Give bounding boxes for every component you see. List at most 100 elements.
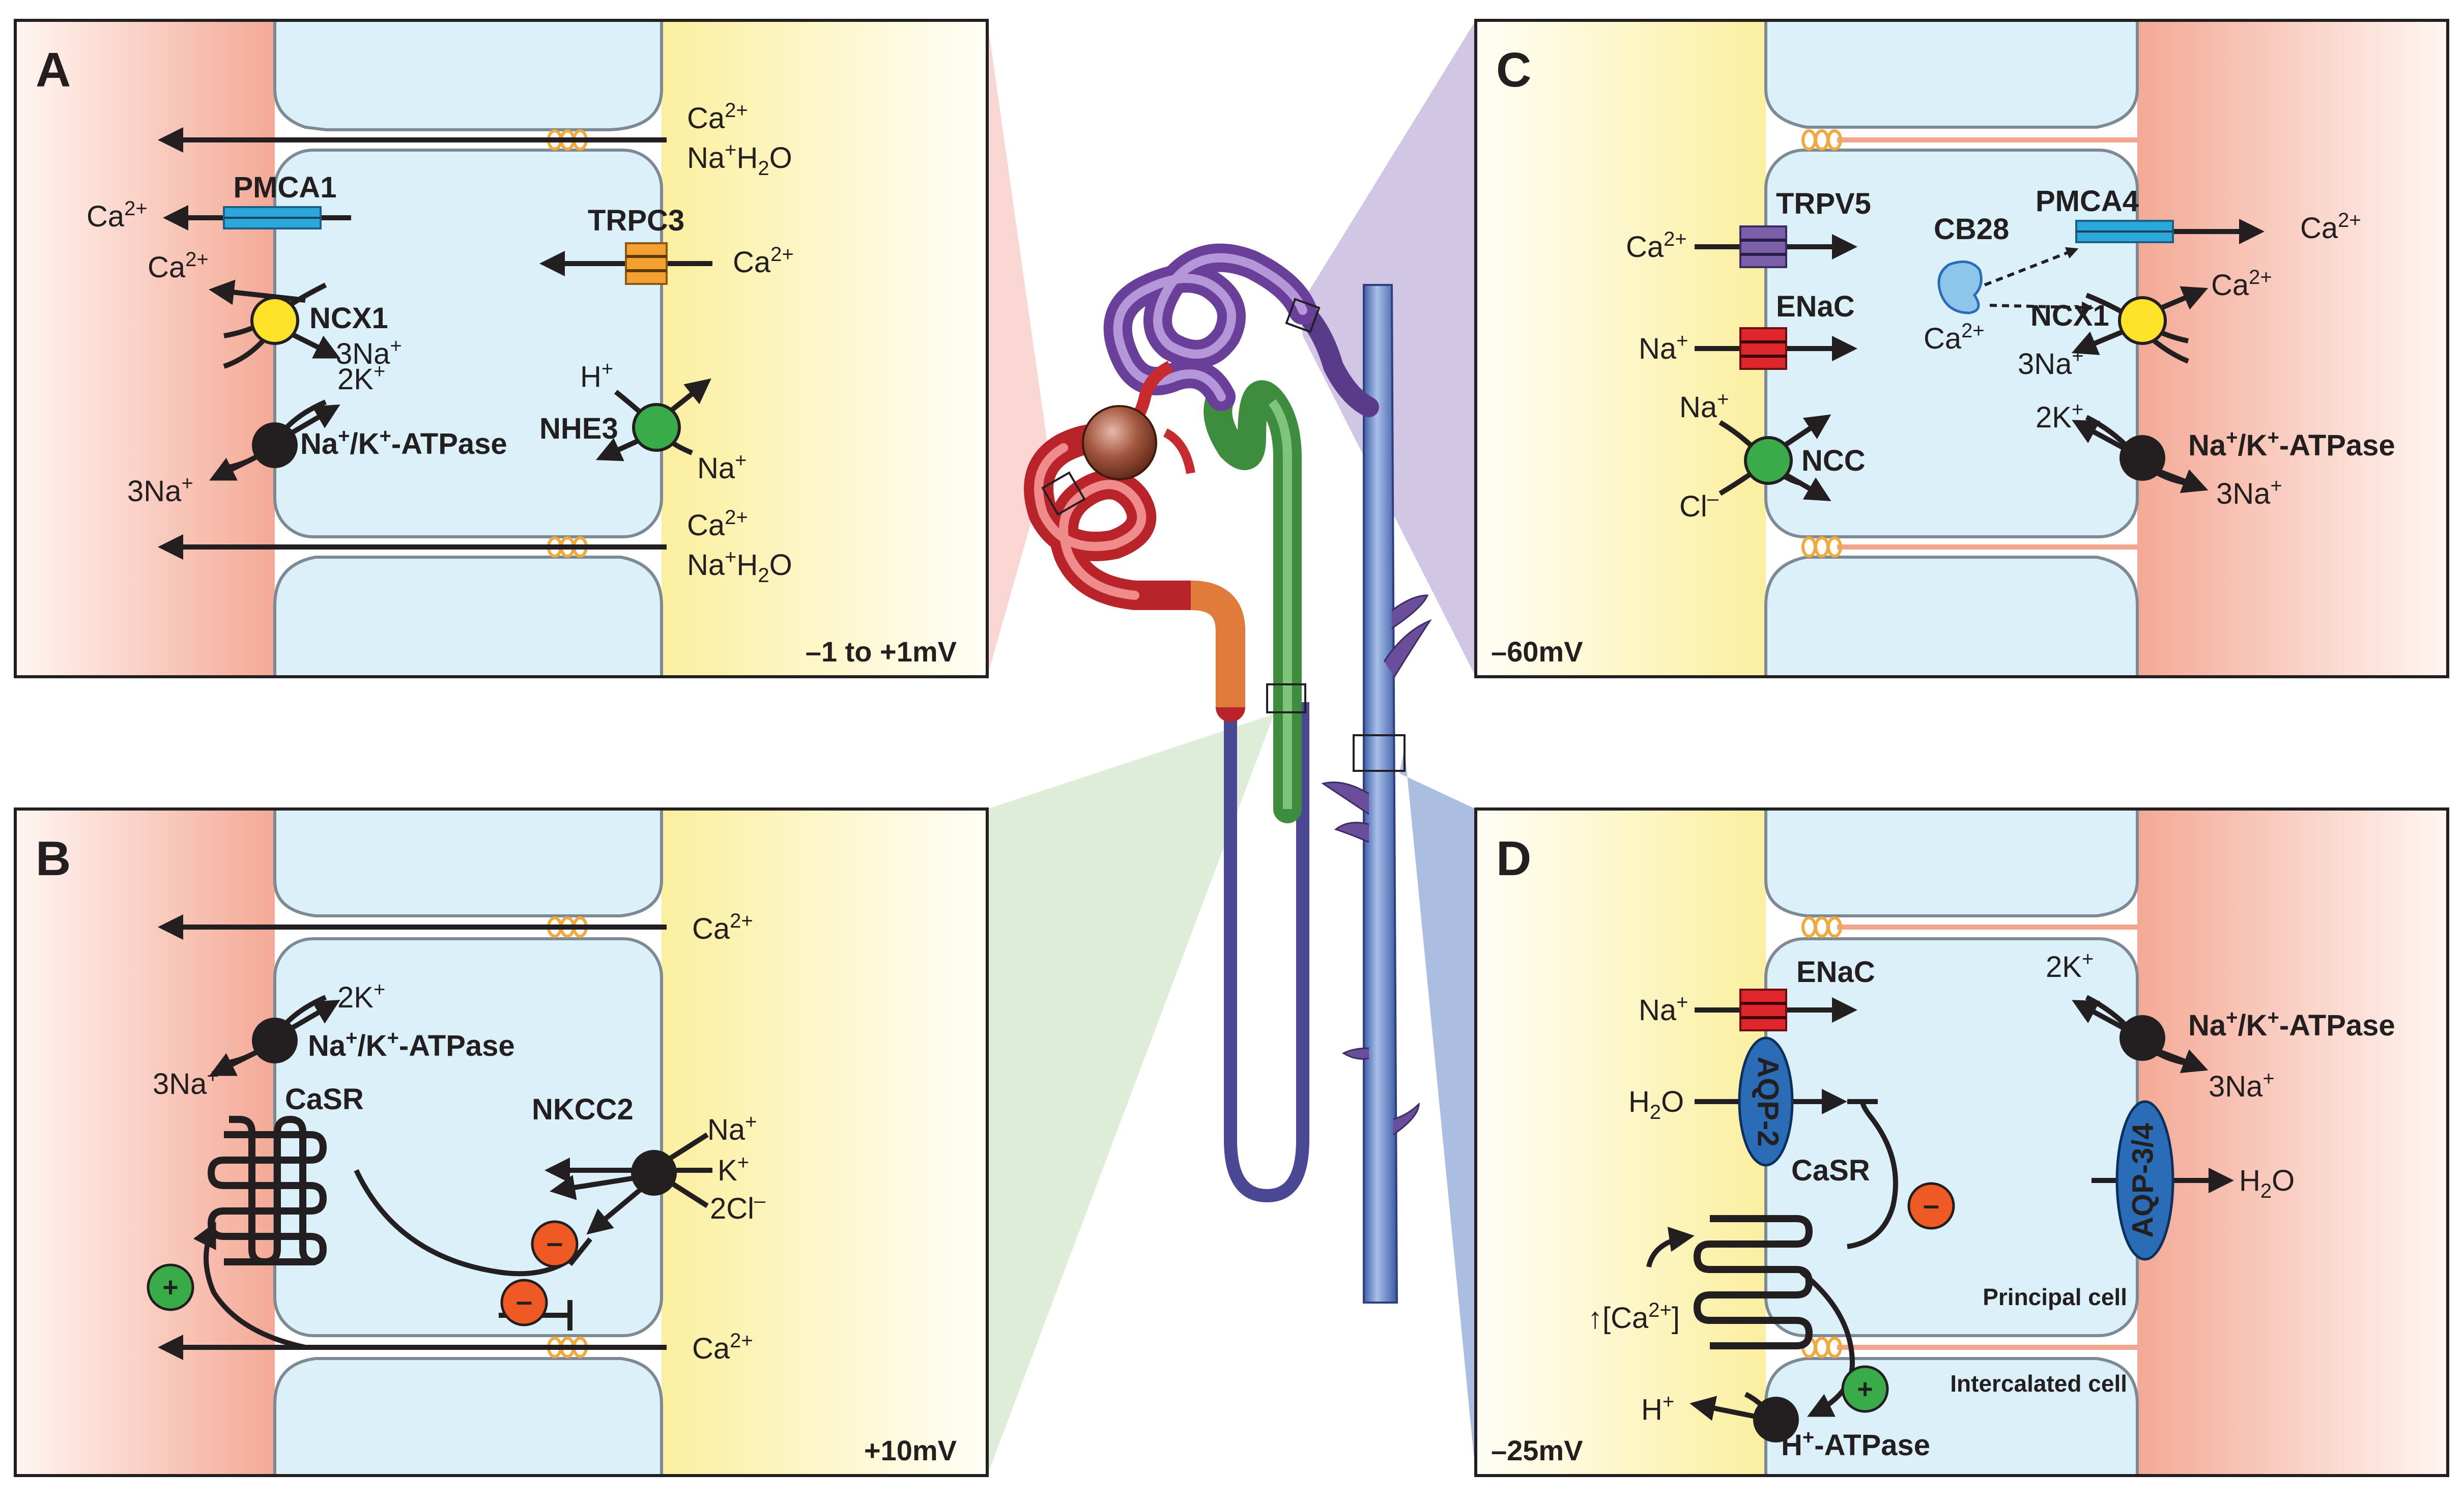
panel-c-enac-channel: [1739, 327, 1787, 370]
panel-a-trpc3-ca: Ca2+: [733, 243, 794, 279]
panel-d-aqp34-h2o: H2O: [2239, 1164, 2295, 1202]
panel-b-nkcc2-transporter: [631, 1150, 677, 1196]
panel-d-enac-channel: [1739, 989, 1787, 1031]
panel-a-ncx1-ca-out: [209, 279, 306, 305]
panel-b-casr-inhibit-nkcc2: [354, 1169, 582, 1277]
panel-c-ncc-cl: Cl–: [1679, 487, 1719, 523]
panel-d-plus-sign: +: [1857, 1374, 1873, 1404]
panel-d-aqp34-channel: [2115, 1100, 2174, 1261]
panel-c-enac-label: ENaC: [1776, 290, 1855, 323]
panel-a-blood-side: [15, 20, 275, 677]
panel-d: ENaC Na+ AQP-2 H2O CaSR – ↑[Ca2+] + 2K+ …: [1474, 807, 2449, 1477]
panel-b-nkcc2-label: NKCC2: [532, 1093, 634, 1126]
panel-a-nhe3-label: NHE3: [539, 412, 618, 445]
panel-b-cell-top: [273, 807, 663, 917]
panel-c-cell-top: [1764, 19, 2139, 129]
panel-d-enac-label: ENaC: [1796, 956, 1875, 989]
panel-a-para-na-h2o-bottom: Na+H2O: [687, 546, 792, 587]
panel-d-nak-pump: [2119, 1015, 2165, 1061]
panel-d-minus-badge: [1907, 1182, 1955, 1230]
panel-c-nak-3na: 3Na+: [2216, 475, 2282, 510]
panel-c-nak-label: Na+/K+-ATPase: [2188, 426, 2395, 462]
panel-b-minus-sign-2: –: [516, 1285, 532, 1318]
panel-c-pmca4-ca: Ca2+: [2300, 209, 2361, 245]
panel-b-minus-badge-1: [531, 1220, 579, 1268]
panel-c: TRPV5 Ca2+ ENaC Na+ Na+ NCC Cl– CB28 Ca2…: [1474, 19, 2449, 678]
panel-d-nak-label: Na+/K+-ATPase: [2188, 1006, 2395, 1042]
panel-b-nkcc2-k: K+: [718, 1151, 749, 1187]
panel-c-trpv5-channel: [1739, 225, 1787, 268]
wedge-a: [987, 20, 1056, 677]
panel-a-nak-3na: 3Na+: [127, 472, 193, 508]
panel-d-enac-na: Na+: [1639, 991, 1688, 1027]
panel-b-cell-main: [273, 937, 663, 1337]
panel-a-lumen-side: [662, 20, 987, 677]
panel-a-nhe3-na: Na+: [697, 449, 747, 485]
panel-c-nak-pump: [2119, 435, 2165, 481]
panel-c-cb28-ca: Ca2+: [1924, 320, 1985, 355]
panel-c-cell-bottom: [1764, 556, 2139, 678]
panel-a-nhe3-h: H+: [580, 358, 613, 393]
panel-a-para-ca-top: Ca2+: [687, 99, 748, 135]
panel-d-casr-inhibit-aqp2: [1847, 1101, 1898, 1249]
panel-c-cb28-to-ncx1: [1989, 301, 2094, 314]
panel-c-ncx1-exchanger: [2118, 296, 2167, 345]
panel-a-letter: A: [36, 43, 71, 97]
panel-b-frame: [14, 807, 989, 1477]
panel-d-letter: D: [1496, 831, 1531, 886]
panel-a-frame: [14, 19, 989, 678]
panel-a-ncx1-3na: 3Na+: [336, 335, 402, 370]
panel-a-ncx1-ca: Ca2+: [148, 248, 209, 284]
panel-c-letter: C: [1496, 43, 1531, 97]
panel-d-hatpase-label: H+-ATPase: [1781, 1426, 1930, 1462]
wedge-d: [1399, 748, 1476, 1476]
panel-a: Ca2+ Na+H2O Ca2+ Na+H2O PMCA1 Ca2+ TRPC3…: [14, 19, 989, 678]
panel-a-para-ca-bottom: Ca2+: [687, 506, 748, 542]
panel-d-aqp2-channel: [1738, 1036, 1794, 1167]
panel-c-ncc-na: Na+: [1679, 388, 1729, 424]
panel-a-para-na-h2o-top: Na+H2O: [687, 139, 792, 180]
nephron-illustration: [1024, 243, 1432, 1304]
panel-b-casr-label: CaSR: [285, 1083, 364, 1116]
panel-d-casr-coils: [1693, 1215, 1813, 1349]
panel-d-cell-top: [1764, 807, 2139, 917]
panel-d-plus-badge: [1841, 1365, 1889, 1413]
panel-d-lumen-side: [1476, 809, 1766, 1476]
panel-d-aqp34-label: AQP-3/4: [2126, 1123, 2159, 1238]
panel-c-cb28-protein: [1937, 260, 1983, 314]
panel-d-principal-cell: [1764, 937, 2139, 1337]
panel-b-nak-2k: 2K+: [337, 978, 385, 1014]
panel-a-nhe3-exchanger: [632, 403, 681, 452]
panel-b-letter: B: [36, 831, 71, 886]
panel-b-nak-3na: 3Na+: [153, 1065, 219, 1101]
panel-b-blood-side: [15, 809, 275, 1476]
wedge-b: [987, 692, 1287, 1476]
panel-d-aqp2-label: AQP-2: [1752, 1056, 1785, 1146]
panel-b-nak-pump: [252, 1018, 298, 1063]
panel-a-pmca1-ca: Ca2+: [87, 197, 148, 233]
panel-d-nak-2k: 2K+: [2046, 948, 2094, 984]
panel-c-trpv5-ca: Ca2+: [1626, 228, 1687, 264]
panel-c-trpv5-label: TRPV5: [1776, 187, 1871, 220]
panel-d-principal-cell-label: Principal cell: [1983, 1284, 2127, 1310]
panel-b-casr-coils: [207, 1131, 327, 1265]
panel-c-ncx1-ca: Ca2+: [2211, 266, 2272, 302]
panel-d-hatpase-pump: [1753, 1397, 1799, 1442]
panel-c-ncx1-label: NCX1: [2030, 299, 2109, 332]
panel-d-hatpase-h: H+: [1641, 1391, 1674, 1426]
panel-b-nkcc2-2cl: 2Cl–: [710, 1190, 766, 1225]
panel-c-cb28-to-pmca4: [1984, 247, 2079, 286]
panel-b-nkcc2-na: Na+: [707, 1111, 757, 1146]
panel-d-ca-rise: ↑[Ca2+]: [1588, 1299, 1680, 1335]
panel-c-tight-junction-bottom: [1801, 536, 1842, 558]
panel-d-intercalated-cell-label: Intercalated cell: [1950, 1370, 2127, 1397]
panel-d-casr-stimulate-hatpase: [1799, 1270, 1855, 1417]
panel-d-nak-3na: 3Na+: [2209, 1067, 2275, 1103]
panel-b-para-ca-bottom: Ca2+: [692, 1330, 753, 1365]
panel-a-ncx1-exchanger: [250, 296, 299, 345]
panel-c-nak-2k: 2K+: [2036, 398, 2083, 434]
panel-a-trpc3-label: TRPC3: [588, 204, 684, 237]
panel-c-voltage: –60mV: [1491, 636, 1583, 668]
panel-c-cb28-label: CB28: [1934, 213, 2009, 246]
